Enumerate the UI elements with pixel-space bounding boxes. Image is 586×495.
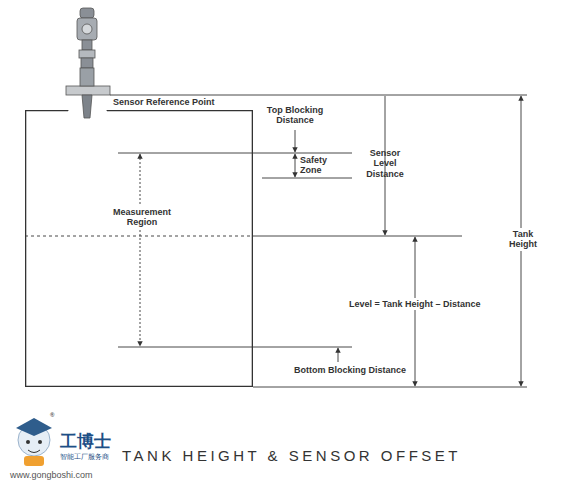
level-formula: Level = Tank Height – Distance xyxy=(347,298,483,310)
dimension-label: Bottom Blocking Distance xyxy=(280,365,420,375)
registered-mark: ® xyxy=(50,412,60,419)
top-blocking-arrow xyxy=(295,130,296,152)
safety-zone-line xyxy=(262,178,352,179)
watermark-brand: 工博士 xyxy=(60,432,120,452)
level-surface xyxy=(25,236,253,237)
region-label: Measurement Region xyxy=(105,206,179,229)
dimension-label: Top Blocking Distance xyxy=(262,105,328,126)
measurement-top-line xyxy=(118,153,352,154)
reference-label: Sensor Reference Point xyxy=(113,97,253,107)
dimension-label: Safety Zone xyxy=(300,155,336,176)
dimension-label: Tank Height xyxy=(497,228,549,251)
bottom-line xyxy=(253,387,527,388)
watermark-logo xyxy=(16,418,52,466)
caption: TANK HEIGHT & SENSOR OFFSET xyxy=(122,447,461,464)
safety-zone-arrow xyxy=(295,154,296,177)
level-line xyxy=(253,236,462,237)
tank-wall xyxy=(26,110,253,387)
measurement-bottom-line xyxy=(118,347,352,348)
radar-sensor xyxy=(66,8,110,118)
measurement-arrow xyxy=(140,154,141,346)
tank: Measurement Region xyxy=(25,110,253,387)
bottom-blocking-arrow xyxy=(338,348,339,362)
dimension-label: Sensor Level Distance xyxy=(362,148,408,179)
watermark-url: www.gongboshi.com xyxy=(10,470,130,480)
tank-outline xyxy=(25,110,253,387)
reference-line xyxy=(110,95,527,96)
level-arrow xyxy=(415,237,416,386)
